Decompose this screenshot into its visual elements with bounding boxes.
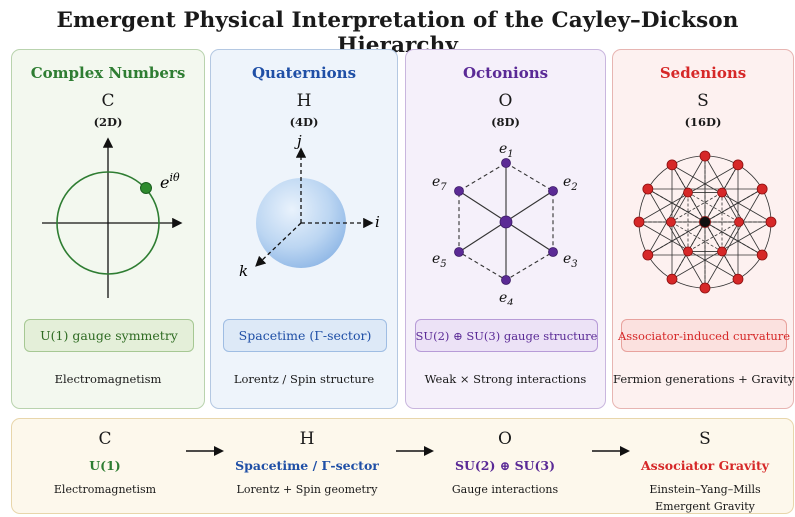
- panel-sedenions: Sedenions S (16D) Associator-induced cur…: [612, 49, 794, 409]
- summary-label: Associator Gravity: [640, 458, 770, 473]
- graph-node-outer: [642, 249, 654, 261]
- panel-quaternions: Quaternions H (4D) j i k Spacetime (Γ-se…: [210, 49, 398, 409]
- j-label: j: [294, 132, 302, 150]
- node-center: [499, 215, 513, 229]
- graph-node-outer: [699, 282, 711, 294]
- summary-symbol: C: [98, 429, 112, 449]
- summary-label: Spacetime / Γ-sector: [235, 458, 379, 473]
- graph-edge: [647, 188, 706, 223]
- panel-octonions: Octonions O (8D) e1 e2 e3 e4 e5 e7 SU(2)…: [405, 49, 606, 409]
- summary-footer: Gauge interactions: [451, 483, 559, 496]
- graph-node-outer: [699, 150, 711, 162]
- panel-title: Quaternions: [251, 64, 357, 82]
- graph-node-outer: [756, 183, 768, 195]
- graph-node-inner: [734, 217, 744, 227]
- graph-node-inner: [683, 187, 693, 198]
- node-e7: [454, 186, 464, 196]
- octonion-hexagon-diagram: e1 e2 e3 e4 e5 e7: [432, 141, 578, 305]
- dimension-label: (16D): [684, 115, 722, 129]
- arrow-right-icon: [396, 446, 434, 456]
- panel-footer: Fermion generations + Gravity: [613, 372, 795, 386]
- graph-edge: [721, 221, 740, 252]
- unit-circle-diagram: eiθ: [42, 137, 183, 298]
- arrow-right-icon: [592, 446, 630, 456]
- node-e3: [548, 247, 558, 257]
- phase-point: [140, 182, 152, 194]
- label-e7: e7: [432, 174, 447, 193]
- panel-title: Sedenions: [659, 64, 747, 82]
- quaternion-sphere-diagram: j i k: [239, 132, 380, 280]
- label-e2: e2: [563, 174, 578, 193]
- panel-footer: Lorentz / Spin structure: [233, 372, 375, 386]
- i-label: i: [375, 213, 380, 231]
- graph-node-outer: [765, 216, 777, 228]
- curvature-box: Associator-induced curvature: [618, 319, 790, 352]
- page-title: Emergent Physical Interpretation of the …: [56, 8, 739, 58]
- label-e5: e5: [432, 251, 447, 270]
- k-axis: [255, 222, 302, 267]
- summary-strip: C U(1) Electromagnetism H Spacetime / Γ-…: [11, 418, 794, 514]
- node-e4: [501, 275, 511, 285]
- panel-title: Complex Numbers: [30, 64, 186, 82]
- algebra-symbol: S: [697, 91, 709, 111]
- arrow-right-icon: [186, 446, 224, 456]
- graph-node-inner: [717, 187, 727, 198]
- panel-footer: Weak × Strong interactions: [424, 372, 587, 386]
- summary-symbol: S: [699, 429, 711, 449]
- graph-node-inner: [717, 246, 727, 257]
- graph-node-outer: [666, 273, 678, 285]
- graph-node-outer: [756, 249, 768, 261]
- graph-node-outer: [666, 159, 678, 171]
- summary-footer: Electromagnetism: [53, 483, 157, 496]
- summary-symbol: H: [299, 429, 315, 449]
- label-e4: e4: [499, 290, 514, 305]
- algebra-symbol: C: [101, 91, 115, 111]
- graph-edge: [721, 192, 740, 223]
- symmetry-box: U(1) gauge symmetry: [24, 319, 194, 352]
- node-e2: [548, 186, 558, 196]
- panel-footer: Electromagnetism: [54, 372, 162, 386]
- graph-edge: [670, 192, 689, 223]
- dimension-label: (8D): [491, 115, 520, 129]
- graph-edge: [670, 221, 689, 252]
- algebra-symbol: O: [498, 91, 513, 111]
- gauge-structure-box: SU(2) ⊕ SU(3) gauge structure: [415, 319, 598, 352]
- dimension-label: (4D): [289, 115, 319, 129]
- label-e1: e1: [499, 141, 514, 160]
- graph-node-outer: [732, 159, 744, 171]
- panel-complex-numbers: Complex Numbers C (2D) eiθ U(1) gauge sy…: [11, 49, 205, 409]
- graph-node-outer: [633, 216, 645, 228]
- node-e1: [501, 158, 511, 168]
- summary-label: SU(2) ⊕ SU(3): [454, 458, 556, 473]
- summary-label: U(1): [89, 458, 121, 473]
- summary-footer-line1: Einstein–Yang–Mills: [649, 483, 761, 496]
- graph-node-outer: [732, 273, 744, 285]
- node-e5: [454, 247, 464, 257]
- algebra-symbol: H: [296, 91, 312, 111]
- dimension-label: (2D): [93, 115, 123, 129]
- k-label: k: [239, 262, 248, 280]
- spacetime-box: Spacetime (Γ-sector): [223, 319, 387, 352]
- summary-symbol: O: [498, 429, 512, 449]
- graph-node-center: [699, 216, 711, 228]
- graph-node-outer: [642, 183, 654, 195]
- summary-footer: Lorentz + Spin geometry: [236, 483, 378, 496]
- graph-node-inner: [666, 217, 676, 227]
- panel-title: Octonions: [462, 64, 549, 82]
- unit-circle: [56, 171, 160, 275]
- summary-footer: Einstein–Yang–Mills Emergent Gravity: [630, 481, 780, 515]
- summary-footer-line2: Emergent Gravity: [655, 500, 755, 513]
- sedenion-graph-diagram: [633, 150, 777, 294]
- label-e3: e3: [563, 251, 578, 270]
- graph-edge: [647, 221, 706, 256]
- graph-node-inner: [683, 246, 693, 257]
- phase-label: eiθ: [160, 171, 180, 192]
